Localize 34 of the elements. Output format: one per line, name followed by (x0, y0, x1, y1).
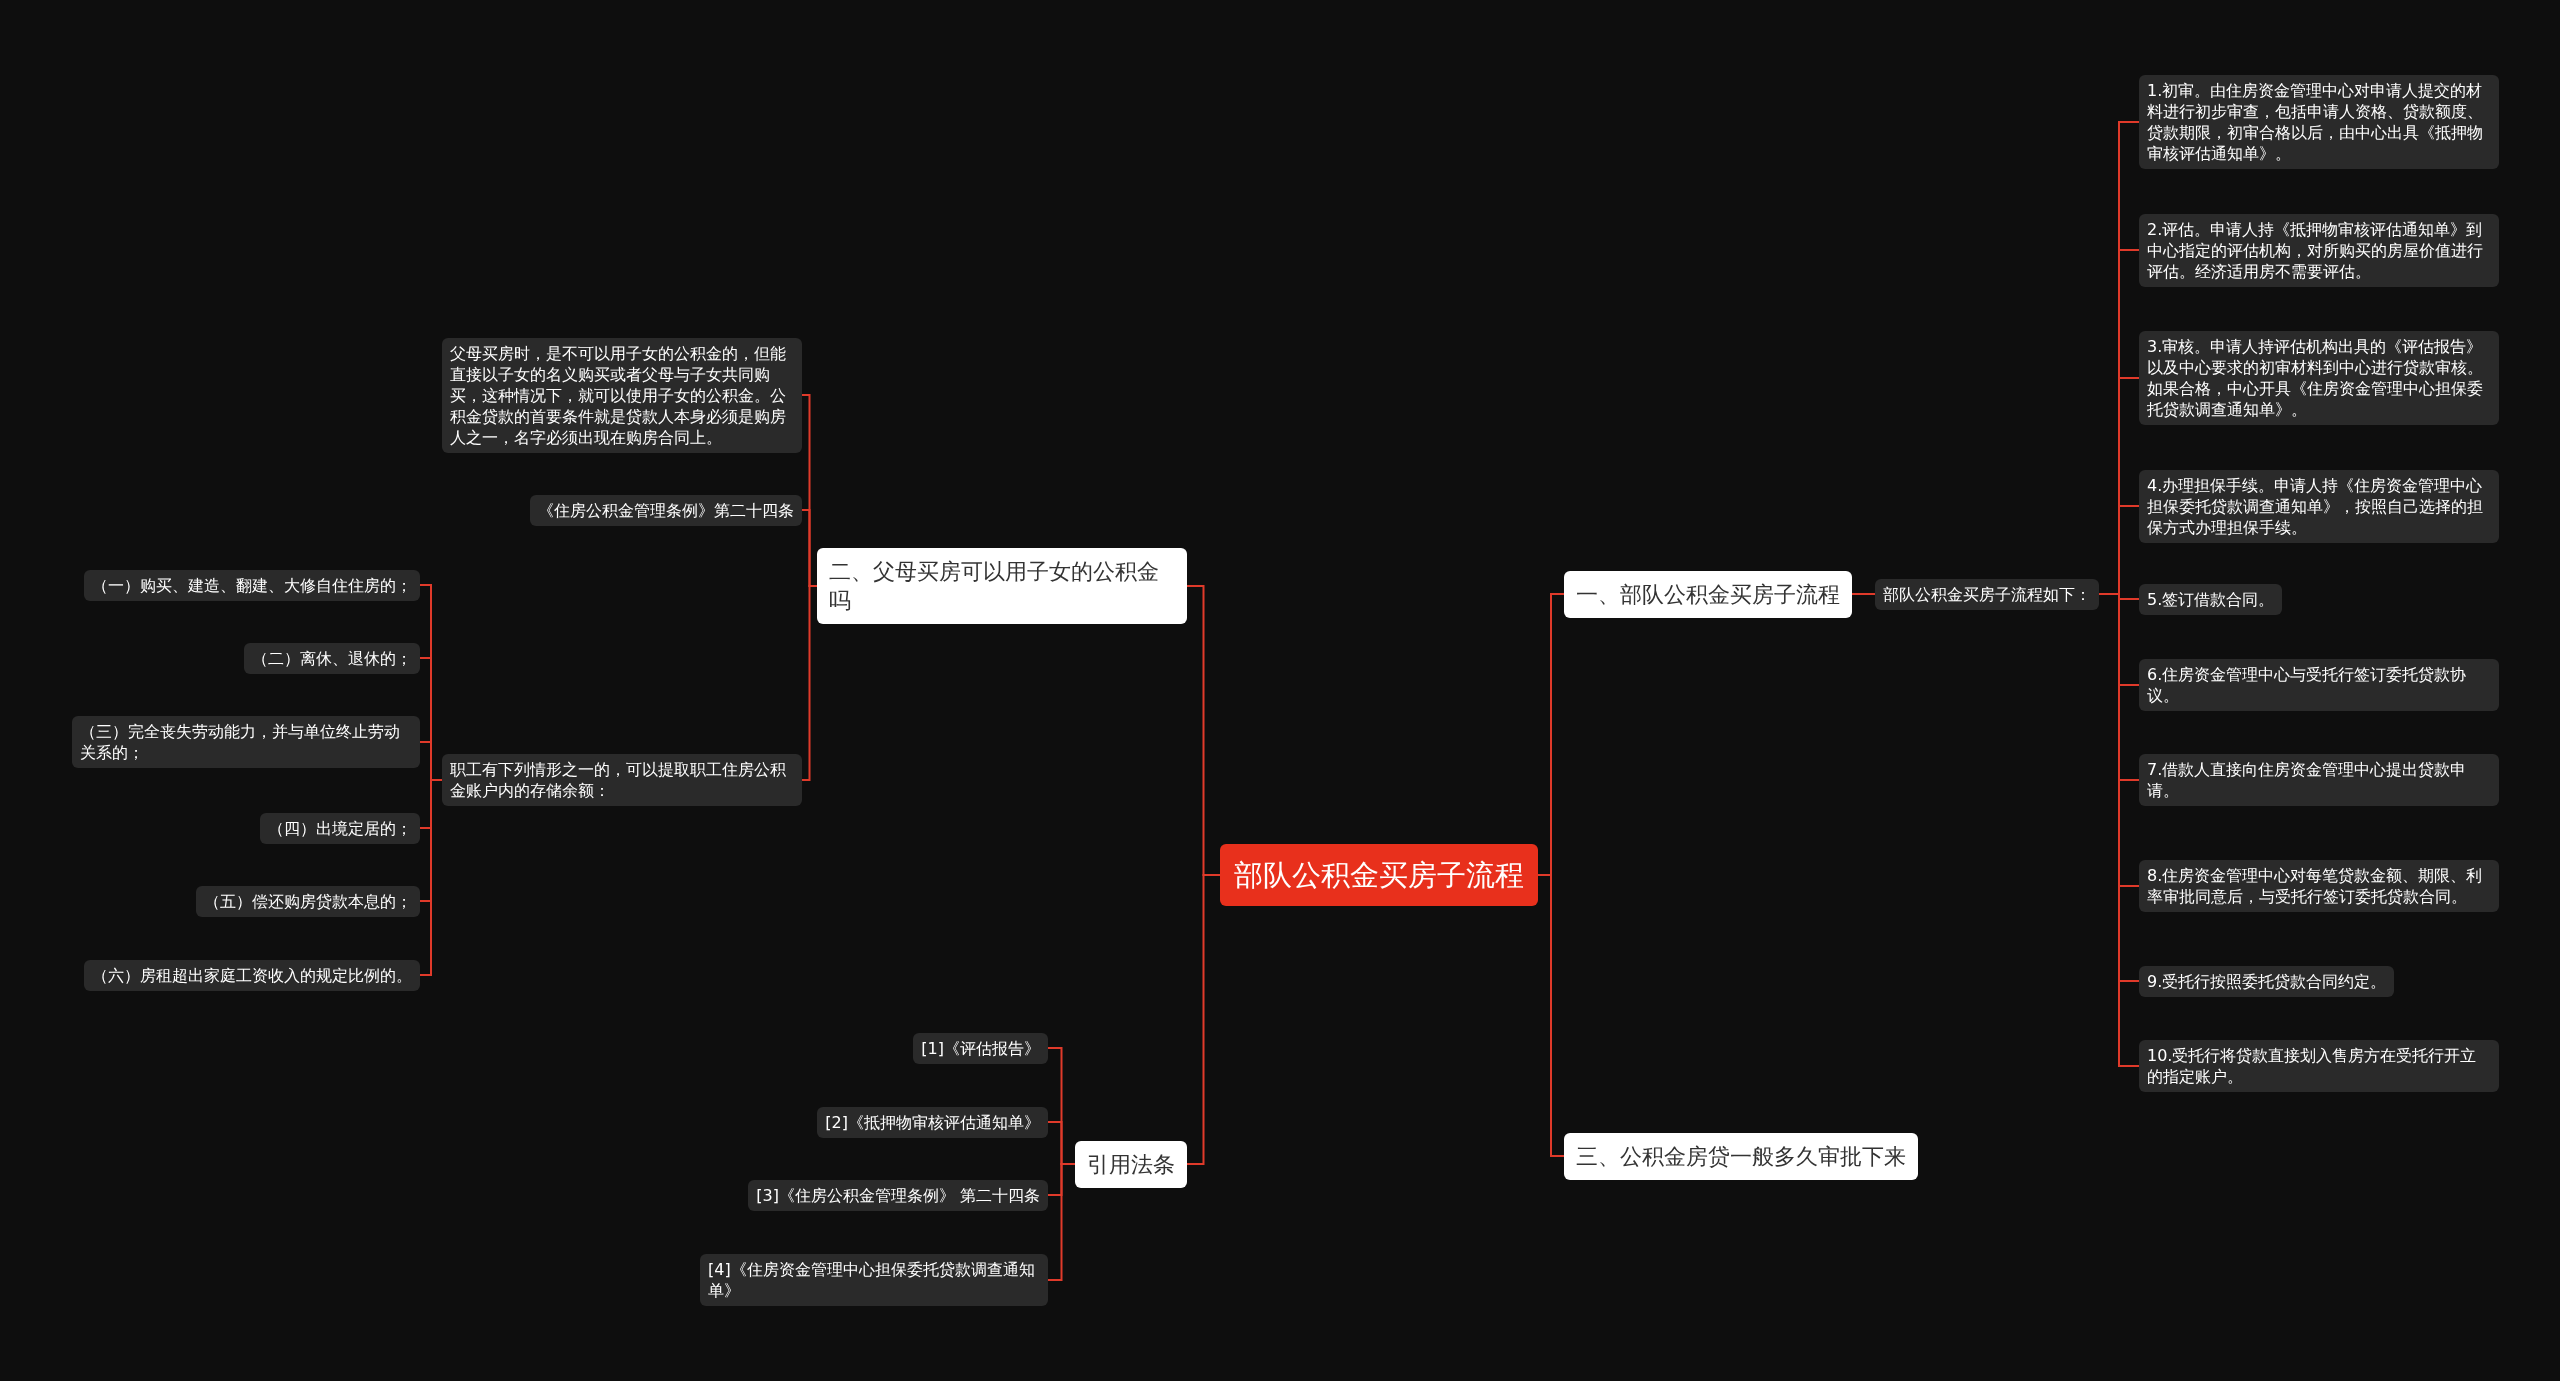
text-card: （五）偿还购房贷款本息的； (196, 885, 420, 917)
text-card: 10.受托行将贷款直接划入售房方在受托行开立的指定账户。 (2139, 1040, 2499, 1092)
text-card: [1]《评估报告》 (913, 1032, 1048, 1064)
text-card: （六）房租超出家庭工资收入的规定比例的。 (84, 959, 420, 991)
connector-line (1851, 593, 1876, 595)
branch-topic: 引用法条 (1075, 1140, 1187, 1188)
connector-line (1537, 874, 1565, 1157)
text-card: 部队公积金买房子流程如下： (1875, 578, 2099, 610)
text-card: 1.初审。由住房资金管理中心对申请人提交的材料进行初步审查，包括申请人资格、贷款额度、贷款期限，初审合格以后，由中心出具《抵押物审核评估通知单》。 (2139, 75, 2499, 169)
branch-topic: 二、父母买房可以用子女的公积金吗 (817, 548, 1187, 624)
text-card: 4.办理担保手续。申请人持《住房资金管理中心担保委托贷款调查通知单》，按照自己选择的担保方式办理担保手续。 (2139, 469, 2499, 543)
branch-topic: 三、公积金房贷一般多久审批下来 (1564, 1132, 1918, 1180)
text-card: （三）完全丧失劳动能力，并与单位终止劳动关系的； (72, 716, 420, 768)
text-card: [4]《住房资金管理中心担保委托贷款调查通知单》 (700, 1254, 1048, 1306)
text-card: 5.签订借款合同。 (2139, 583, 2283, 615)
text-card: 3.审核。申请人持评估机构出具的《评估报告》以及中心要求的初审材料到中心进行贷款审核。如果合格，中心开具《住房资金管理中心担保委托贷款调查通知单》。 (2139, 331, 2499, 425)
central-topic: 部队公积金买房子流程 (1220, 844, 1538, 906)
text-card: 2.评估。申请人持《抵押物审核评估通知单》到中心指定的评估机构，对所购买的房屋价值进行评估。经济适用房不需要评估。 (2139, 213, 2499, 287)
connector-line (1186, 874, 1221, 1165)
text-card: 9.受托行按照委托贷款合同约定。 (2139, 965, 2395, 997)
text-card: [3]《住房公积金管理条例》 第二十四条 (748, 1179, 1048, 1211)
text-card: 职工有下列情形之一的，可以提取职工住房公积金账户内的存储余额： (442, 754, 802, 806)
text-card: 8.住房资金管理中心对每笔贷款金额、期限、利率审批同意后，与受托行签订委托贷款合同。 (2139, 860, 2499, 912)
text-card: 父母买房时，是不可以用子女的公积金的，但能直接以子女的名义购买或者父母与子女共同购买，这种情况下，就可以使用子女的公积金。公积金贷款的首要条件就是贷款人本身必须是购房人之一，名字必须出现在购房合同上。 (442, 337, 802, 453)
text-card: （二）离休、退休的； (244, 642, 420, 674)
text-card: （四）出境定居的； (260, 812, 420, 844)
text-card: 7.借款人直接向住房资金管理中心提出贷款申请。 (2139, 754, 2499, 806)
text-card: [2]《抵押物审核评估通知单》 (817, 1106, 1048, 1138)
connector-line (801, 585, 818, 781)
text-card: 《住房公积金管理条例》第二十四条 (530, 494, 802, 526)
text-card: （一）购买、建造、翻建、大修自住住房的； (84, 569, 420, 601)
text-card: 6.住房资金管理中心与受托行签订委托贷款协议。 (2139, 659, 2499, 711)
branch-topic: 一、部队公积金买房子流程 (1564, 570, 1852, 618)
connector-line (1047, 1163, 1076, 1281)
